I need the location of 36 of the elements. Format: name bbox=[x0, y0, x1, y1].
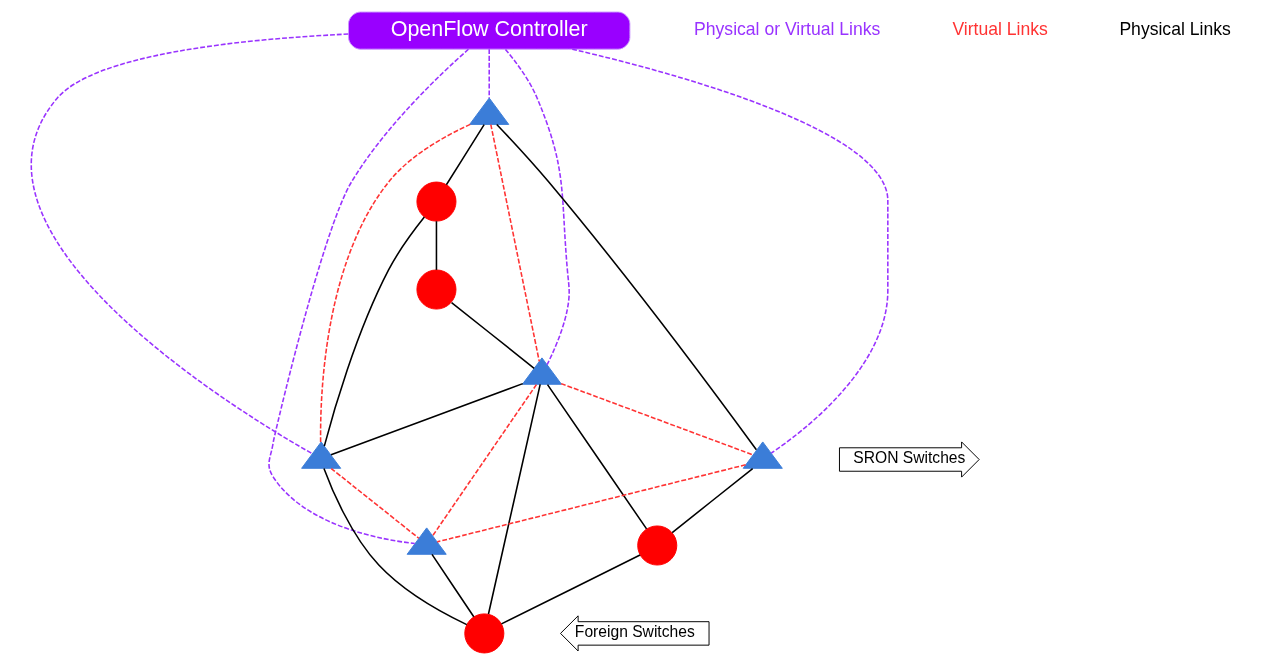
label: Virtual Links bbox=[952, 18, 1048, 39]
connector bbox=[319, 123, 471, 444]
connector bbox=[323, 467, 468, 626]
node-triangle bbox=[469, 97, 510, 125]
connector bbox=[431, 383, 538, 537]
node-triangle bbox=[406, 527, 447, 555]
connector bbox=[323, 216, 426, 447]
connector bbox=[496, 123, 758, 451]
node-triangle bbox=[742, 441, 783, 469]
connector bbox=[436, 464, 747, 543]
label: Physical Links bbox=[1119, 18, 1231, 39]
connector bbox=[30, 33, 350, 455]
node-triangle bbox=[301, 441, 342, 469]
connector bbox=[445, 123, 485, 186]
connector bbox=[500, 554, 641, 625]
node-box: OpenFlow Controller bbox=[348, 11, 631, 50]
node-circle bbox=[416, 181, 457, 222]
connector bbox=[560, 382, 754, 456]
node-circle bbox=[464, 613, 505, 654]
connector bbox=[330, 382, 524, 456]
connector bbox=[571, 48, 889, 454]
connector bbox=[431, 553, 475, 618]
connector bbox=[504, 48, 570, 366]
node-triangle bbox=[521, 357, 562, 385]
connector bbox=[488, 48, 490, 99]
label: Physical or Virtual Links bbox=[694, 18, 881, 39]
connector bbox=[490, 123, 541, 363]
connector bbox=[268, 48, 470, 545]
node-circle bbox=[416, 269, 457, 310]
connector bbox=[487, 383, 541, 615]
connector bbox=[435, 220, 438, 271]
connector bbox=[546, 383, 648, 530]
connector bbox=[671, 467, 754, 534]
connector bbox=[330, 467, 420, 539]
connector bbox=[450, 301, 535, 370]
node-circle bbox=[637, 525, 678, 566]
